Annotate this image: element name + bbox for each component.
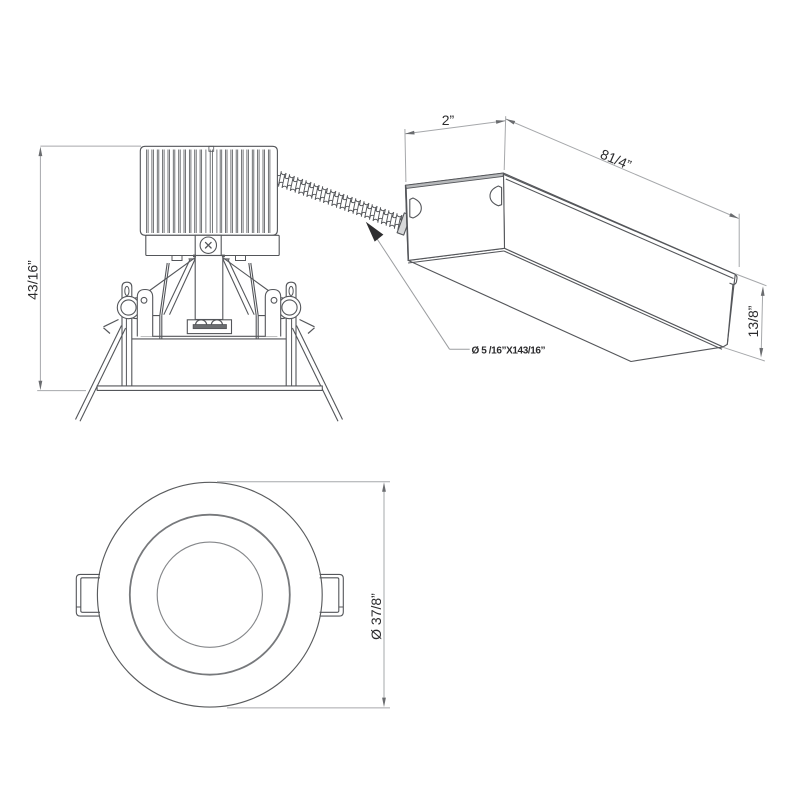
svg-text:13/8”: 13/8” bbox=[745, 305, 761, 337]
svg-text:43/16”: 43/16” bbox=[25, 260, 41, 300]
svg-text:Ø 37/8”: Ø 37/8” bbox=[368, 593, 384, 640]
svg-text:Ø 5 /16”X143/16”: Ø 5 /16”X143/16” bbox=[472, 346, 546, 357]
svg-text:2”: 2” bbox=[442, 112, 455, 128]
